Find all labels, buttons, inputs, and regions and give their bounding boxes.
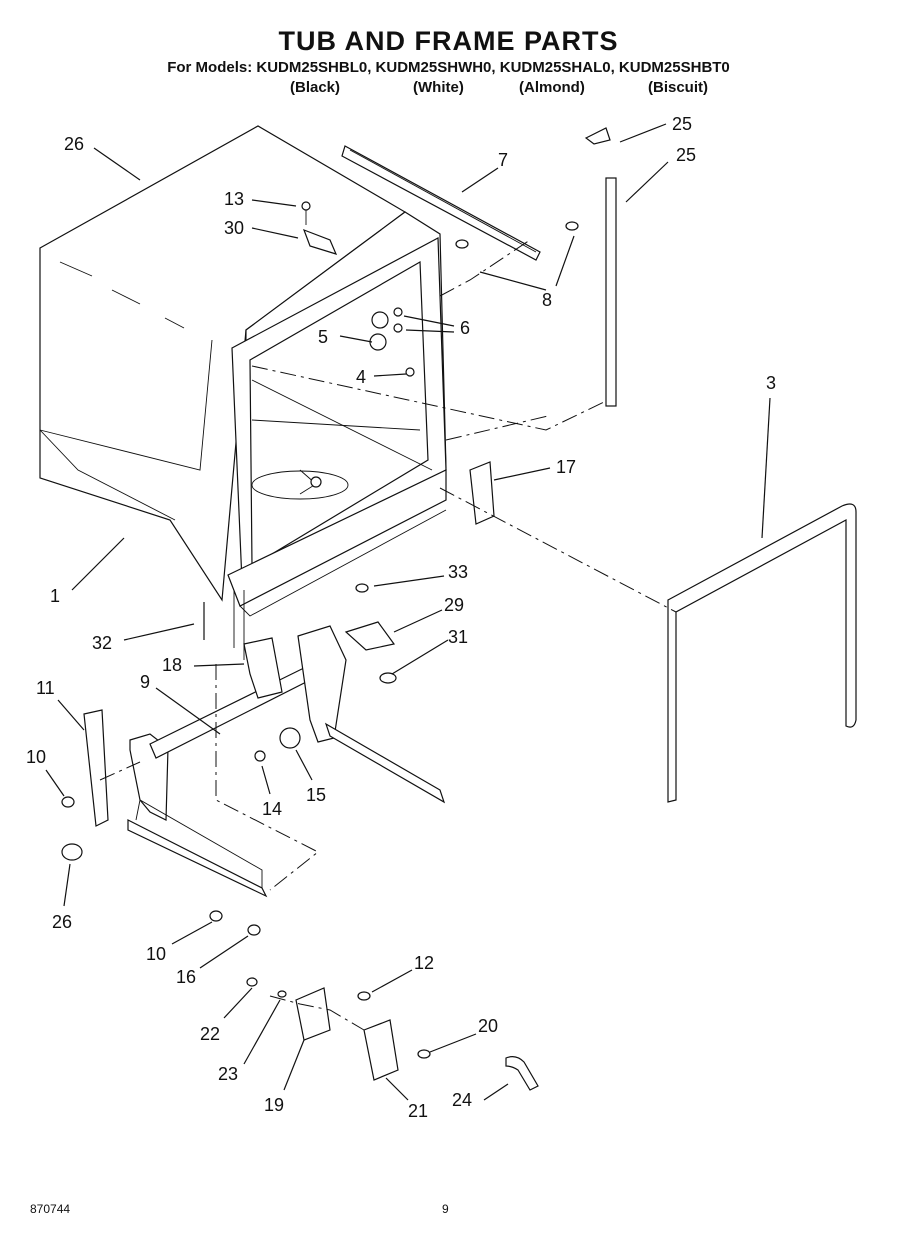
callout-33: 33: [448, 562, 468, 582]
callout-15: 15: [306, 785, 326, 805]
callout-27: 25: [672, 114, 692, 134]
base-frame: [61, 583, 446, 936]
callout-32: 32: [92, 633, 112, 653]
callout-9: 9: [140, 672, 150, 692]
footer-page-number: 9: [442, 1202, 449, 1216]
callout-11: 11: [36, 678, 55, 698]
callout-14: 14: [262, 799, 282, 819]
leader-lines: [45, 123, 771, 1101]
callout-5: 5: [318, 327, 328, 347]
callout-17: 17: [556, 457, 576, 477]
callout-21: 21: [408, 1101, 428, 1121]
callout-labels: 26 7 25 25 13 30 8 5 6 4 3 17 1 33 29 31…: [26, 114, 776, 1121]
callout-30: 31: [448, 627, 468, 647]
callout-25: 25: [676, 145, 696, 165]
callout-3: 3: [766, 373, 776, 393]
callout-26: 26: [52, 912, 72, 932]
callout-23: 23: [218, 1064, 238, 1084]
door-gasket: [667, 503, 857, 803]
variant-almond: (Almond): [519, 79, 585, 96]
callout-29: 29: [444, 595, 464, 615]
callout-6: 6: [460, 318, 470, 338]
callout-7: 7: [498, 150, 508, 170]
callout-19: 19: [264, 1095, 284, 1115]
callout-24: 24: [452, 1090, 472, 1110]
callout-4: 4: [356, 367, 366, 387]
callout-31: 30: [224, 218, 244, 238]
lower-bracket-parts: [246, 977, 539, 1091]
callout-12: 13: [224, 189, 244, 209]
callout-10-lower: 10: [146, 944, 166, 964]
assembly-lines: [99, 239, 677, 1031]
callout-28: 26: [64, 134, 84, 154]
page-title: TUB AND FRAME PARTS: [278, 26, 619, 56]
callout-13: 12: [414, 953, 434, 973]
callout-18: 18: [162, 655, 182, 675]
callout-22: 22: [200, 1024, 220, 1044]
callout-10-upper: 10: [26, 747, 46, 767]
callout-8: 8: [542, 290, 552, 310]
footer-code: 870744: [30, 1202, 71, 1216]
tub-top-brackets: [301, 127, 617, 525]
callout-16: 16: [176, 967, 196, 987]
variant-biscuit: (Biscuit): [648, 79, 708, 96]
callout-20: 20: [478, 1016, 498, 1036]
model-list: For Models: KUDM25SHBL0, KUDM25SHWH0, KU…: [167, 59, 730, 76]
variant-white: (White): [413, 79, 464, 96]
callout-1: 1: [50, 586, 60, 606]
variant-black: (Black): [290, 79, 341, 96]
